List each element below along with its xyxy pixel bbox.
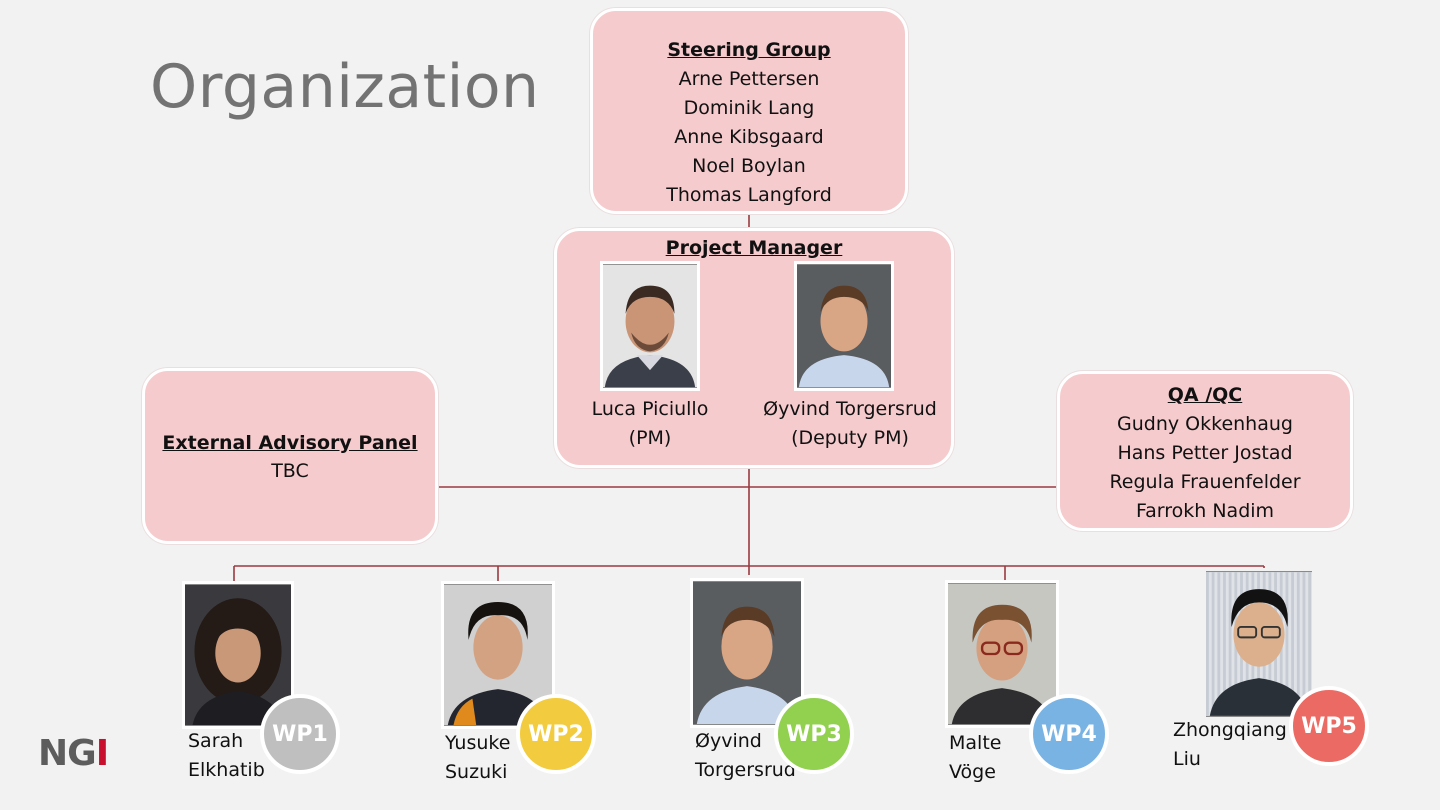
qa-qc-header: QA /QC [1167,384,1243,406]
wp4-badge: WP4 [1029,694,1109,774]
person-portrait-icon [1206,572,1312,716]
project-manager-header: Project Manager [665,237,843,259]
steering-member: Anne Kibsgaard [674,126,824,148]
person-portrait-icon [797,264,891,388]
steering-member: Arne Pettersen [678,68,820,90]
external-advisory-panel-box: External Advisory Panel TBC [142,368,438,544]
qa-qc-box: QA /QC Gudny Okkenhaug Hans Petter Josta… [1057,371,1353,531]
wp3-lead-name: Øyvind Torgersrud [695,727,796,785]
wp3-lead-photo [690,578,804,728]
name-line: Malte [949,732,1002,754]
qa-member: Regula Frauenfelder [1109,471,1301,493]
wp5-lead-photo [1203,568,1315,720]
name-line: Yusuke [445,732,511,754]
qa-member: Farrokh Nadim [1135,500,1275,522]
name-line: Suzuki [445,761,508,783]
name-line: Torgersrud [695,759,796,781]
wp2-lead-name: Yusuke Suzuki [445,729,510,787]
wp1-lead-name: Sarah Elkhatib [188,727,265,785]
external-advisory-panel-header: External Advisory Panel [162,432,418,454]
wp2-badge: WP2 [516,694,596,774]
wp5-lead-name: Zhongqiang Liu [1173,716,1287,774]
wp3-badge: WP3 [774,694,854,774]
pm-name: Luca Piciullo [591,398,709,420]
wp4-lead-photo [945,580,1059,728]
name-line: Vöge [949,761,996,783]
steering-member: Dominik Lang [683,97,815,119]
page-title: Organization [150,52,540,122]
name-line: Elkhatib [188,759,265,781]
pm-name-block: Luca Piciullo (PM) [575,395,725,453]
name-line: Liu [1173,748,1201,770]
name-line: Zhongqiang [1173,719,1287,741]
person-portrait-icon [603,264,697,388]
wp5-badge: WP5 [1289,686,1369,766]
pm-role: (PM) [628,427,672,449]
deputy-pm-name: Øyvind Torgersrud [763,398,937,420]
logo-letter: G [67,733,97,774]
steering-member: Thomas Langford [666,184,832,206]
wp4-lead-name: Malte Vöge [949,729,1001,787]
qa-member: Gudny Okkenhaug [1117,413,1293,435]
qa-member: Hans Petter Jostad [1117,442,1293,464]
person-portrait-icon [185,584,291,726]
person-portrait-icon [693,581,801,725]
person-portrait-icon [948,583,1056,725]
steering-group-header: Steering Group [667,39,831,61]
logo-letter: I [95,733,109,774]
ngi-logo: NGI [38,733,109,774]
name-line: Sarah [188,730,244,752]
deputy-pm-name-block: Øyvind Torgersrud (Deputy PM) [755,395,945,453]
name-line: Øyvind [695,730,762,752]
deputy-pm-role: (Deputy PM) [791,427,909,449]
steering-group-box: Steering Group Arne Pettersen Dominik La… [590,8,908,214]
advisory-member: TBC [271,460,309,482]
wp1-badge: WP1 [260,694,340,774]
deputy-pm-photo [794,261,894,391]
pm-photo [600,261,700,391]
steering-member: Noel Boylan [692,155,806,177]
logo-letter: N [38,733,68,774]
